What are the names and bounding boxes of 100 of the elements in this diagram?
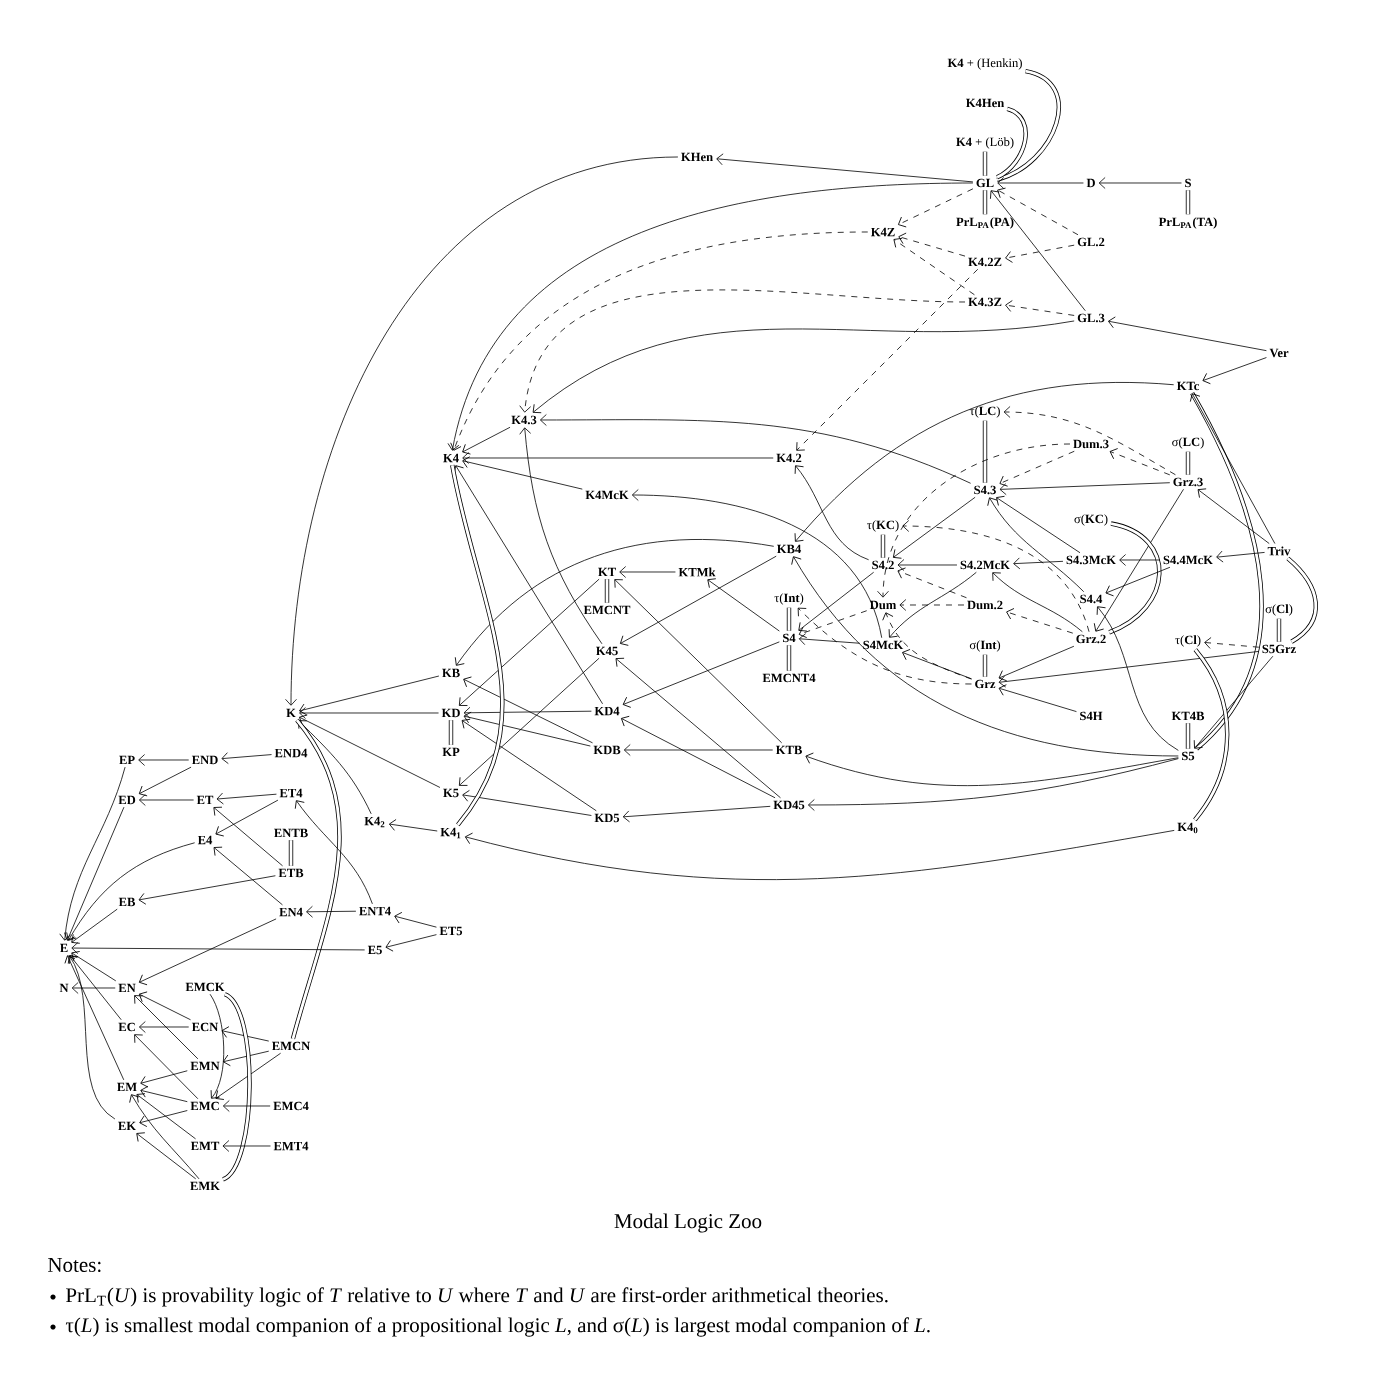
dashed-arrow <box>898 188 974 228</box>
arrow <box>136 1132 197 1180</box>
equivalence-line <box>996 106 1028 180</box>
arrow <box>394 912 437 928</box>
arrow <box>138 1021 190 1033</box>
arrow <box>64 955 125 1081</box>
dashed-arrow <box>898 232 966 257</box>
arrow <box>897 559 958 571</box>
logic-label: K4McK <box>585 490 629 500</box>
arrow <box>519 427 603 645</box>
equivalence-line <box>786 607 792 631</box>
arrow <box>222 1100 271 1112</box>
logic-label: EMCN <box>271 1041 311 1051</box>
dashed-arrow <box>519 289 966 413</box>
dashed-arrow <box>997 187 1079 236</box>
arrow <box>1098 177 1182 189</box>
logic-label: ENT4 <box>359 906 391 916</box>
logic-label: END <box>191 755 218 765</box>
dashed-arrow <box>1204 637 1260 649</box>
logic-label: EMCNT <box>583 605 631 615</box>
logic-label: EMCK <box>185 982 225 992</box>
arrow <box>462 790 592 816</box>
arrow <box>221 1026 270 1042</box>
arrow <box>463 676 593 744</box>
logic-label: KB4 <box>776 544 802 554</box>
arrow <box>67 955 116 1120</box>
arrow <box>138 754 190 766</box>
logic-label: ETB <box>278 868 304 878</box>
logic-label: S4.2McK <box>960 560 1010 570</box>
arrow <box>294 800 373 905</box>
arrow <box>462 426 511 455</box>
arrow <box>299 714 441 788</box>
logic-label: GL <box>976 178 994 188</box>
logic-label: τ(Cl) <box>1175 635 1201 647</box>
logic-label: σ(KC) <box>1074 514 1108 526</box>
dashed-arrow <box>902 520 1090 633</box>
arrow <box>66 842 196 941</box>
arrow <box>716 153 974 183</box>
logic-label: EP <box>119 755 135 765</box>
logic-label: END4 <box>274 748 308 758</box>
equivalence-line <box>1286 556 1318 644</box>
equivalence-line <box>221 992 252 1182</box>
logic-label: S4McK <box>863 640 904 650</box>
arrow <box>623 744 774 756</box>
logic-label: PrL$_{PA}$(PA) <box>956 217 1014 229</box>
note-text: τ(L) is smallest modal companion of a propositional logic L, and σ(L) is largest modal companion of L. <box>65 1317 930 1337</box>
logic-label: EMT <box>190 1141 220 1151</box>
arrow <box>794 465 870 561</box>
arrow <box>622 805 771 823</box>
logic-label: D <box>1086 178 1095 188</box>
equivalence-line <box>604 579 610 603</box>
logic-label: ED <box>118 795 136 805</box>
arrow <box>998 684 1077 712</box>
arrow <box>997 177 1084 189</box>
logic-label: S4 <box>783 633 796 643</box>
logic-label: E <box>60 943 68 953</box>
logic-label: K4.3Z <box>968 297 1002 307</box>
arrow <box>299 675 440 716</box>
equivalence-line <box>1185 723 1191 749</box>
logic-label: K4$_{2}$ <box>364 816 385 828</box>
arrow <box>615 657 781 799</box>
dashed-arrow <box>450 231 869 451</box>
note-text: PrL$_{T}$(U) is provability logic of T relative to U where T and U are first-order arithmetical theories. <box>66 1287 888 1307</box>
logic-label: GL.2 <box>1077 237 1105 247</box>
logic-label: τ(Int) <box>774 593 804 605</box>
logic-label: EMK <box>190 1181 220 1191</box>
arrow <box>888 571 977 638</box>
logic-label: KP <box>442 747 460 757</box>
logic-label: S5Grz <box>1262 644 1296 654</box>
logic-label: KDB <box>593 745 621 755</box>
equivalence-line <box>786 645 792 671</box>
dashed-arrow <box>1005 300 1075 316</box>
equivalence-line <box>1108 521 1162 635</box>
arrow <box>987 497 1085 593</box>
notes-heading: Notes: <box>48 1258 101 1272</box>
arrow <box>998 651 1260 688</box>
logic-label: N <box>59 983 69 993</box>
logic-label: KTMk <box>678 567 716 577</box>
logic-label: S <box>1185 178 1191 188</box>
arrow <box>140 1070 188 1088</box>
logic-label: ET4 <box>279 788 303 798</box>
equivalence-line <box>996 69 1061 182</box>
logic-label: K4Hen <box>965 98 1005 108</box>
logic-label: Triv <box>1267 546 1291 556</box>
equivalence-line <box>450 464 505 827</box>
arrow <box>902 649 972 680</box>
logic-label: S4H <box>1080 711 1103 721</box>
logic-label: KHen <box>681 152 713 162</box>
logic-label: σ(Int) <box>969 640 1001 652</box>
logic-label: K4Z <box>870 227 895 237</box>
logic-label: PrL$_{PA}$(TA) <box>1158 217 1217 229</box>
equivalence-line <box>982 190 988 215</box>
arrow <box>139 1110 188 1127</box>
dashed-arrow <box>1005 244 1075 263</box>
arrow <box>298 720 372 815</box>
arrow <box>216 792 277 805</box>
arrow <box>453 465 603 705</box>
equivalence-line <box>982 151 988 176</box>
arrow <box>798 571 875 632</box>
logic-label: EK <box>118 1121 136 1131</box>
